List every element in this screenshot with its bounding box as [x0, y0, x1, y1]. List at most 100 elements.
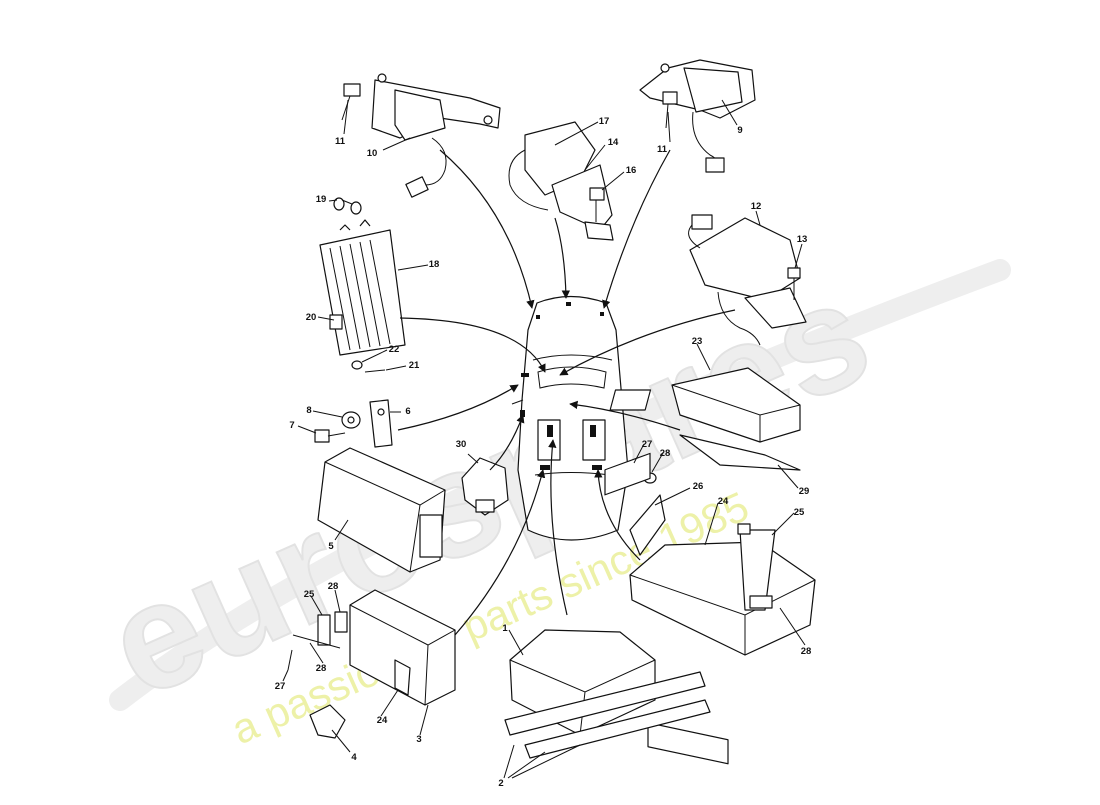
- unit-3-edges: [349, 604, 456, 706]
- callout-28-right: 28: [801, 646, 812, 657]
- leader-arrows: [397, 149, 736, 636]
- callout-13: 13: [797, 234, 808, 245]
- callout-26-left: 27: [275, 681, 286, 692]
- ecu-5-edges: [324, 461, 446, 573]
- leader-13: [794, 243, 803, 269]
- sensor-10-body: [394, 89, 446, 141]
- part-14-sensor-assembly: [508, 121, 614, 241]
- sensor-10-hole-a: [377, 73, 387, 83]
- part-3-control-unit: [287, 589, 456, 739]
- callout-leaders: [282, 99, 806, 779]
- part-5-control-unit: [317, 447, 446, 573]
- bracket-24-left: [394, 659, 411, 696]
- leader-8: [312, 410, 343, 418]
- callout-2: 2: [498, 778, 503, 789]
- part-22-unit: [609, 367, 801, 471]
- callout-30: 30: [456, 439, 467, 450]
- screw-24: [737, 523, 751, 535]
- callout-20: 19: [316, 194, 327, 205]
- leader-28-left: [334, 589, 341, 613]
- callout-28-left: 28: [328, 581, 339, 592]
- leader-10: [382, 137, 411, 151]
- clip-20-a: [333, 197, 345, 211]
- amp-17-body: [319, 229, 406, 356]
- pad-28-left: [334, 611, 348, 633]
- callout-27-left: 28: [316, 663, 327, 674]
- leader-9: [721, 99, 738, 126]
- arrow-30: [489, 414, 525, 471]
- callout-15: 16: [626, 165, 637, 176]
- leader-16: [554, 121, 599, 146]
- car-seat-module-right: [590, 425, 596, 437]
- callout-11-right: 11: [657, 144, 668, 155]
- leader-18: [385, 365, 407, 371]
- callout-11-left: 11: [335, 136, 346, 147]
- leader-24-left: [380, 689, 399, 717]
- part-1-control-unit: [504, 452, 711, 759]
- leader-25-right: [654, 487, 691, 506]
- part-10-crash-sensor: [371, 73, 501, 198]
- leader-7: [297, 425, 317, 434]
- washer-8-hole: [347, 416, 355, 424]
- unit-22-edges: [671, 384, 801, 442]
- car-sensor-right: [600, 312, 604, 316]
- callout-1: 1: [502, 623, 508, 634]
- bolt-7-shank: [327, 432, 346, 437]
- sensor-10-connector: [405, 176, 429, 198]
- leader-26-right: [633, 443, 645, 464]
- callout-5: 5: [328, 541, 334, 552]
- leader-28-right: [779, 607, 806, 646]
- callout-16: 17: [599, 116, 610, 127]
- sensor-9-hole: [660, 63, 670, 73]
- bolt-11-right-head: [662, 91, 678, 105]
- bracket-25-left: [317, 614, 331, 646]
- car-sensor-left: [536, 315, 540, 319]
- bolt-7-head: [314, 429, 330, 443]
- bracket-4: [309, 704, 346, 739]
- car-module-b: [520, 410, 525, 417]
- leader-11-left: [343, 99, 349, 135]
- leader-27-left: [309, 642, 324, 664]
- ecu-5-body: [317, 447, 446, 573]
- screw-26-left: [287, 649, 293, 671]
- clip-20-b: [350, 201, 362, 215]
- leader-14: [584, 144, 606, 171]
- amp-17-fins: [329, 239, 391, 351]
- leader-4: [331, 729, 351, 753]
- unit-1-connector: [604, 452, 651, 496]
- callout-7: 7: [289, 420, 294, 431]
- leader-12: [755, 210, 761, 226]
- callout-6: 6: [405, 406, 410, 417]
- leader-5: [334, 519, 349, 541]
- leader-2: [503, 744, 581, 779]
- callout-24-left: 24: [377, 715, 388, 726]
- car-sensor-centre: [566, 302, 571, 306]
- arrow-23: [594, 469, 641, 561]
- bracket-6: [369, 399, 393, 448]
- sensor-14-tab: [584, 221, 614, 241]
- callout-26-right: 27: [642, 439, 653, 450]
- leader-24-right: [771, 512, 795, 536]
- bracket-25-right: [629, 494, 666, 556]
- part-6-bracket: [314, 399, 393, 448]
- callout-4: 4: [351, 752, 357, 763]
- callout-23: 24: [718, 496, 729, 507]
- leader-15: [601, 171, 625, 191]
- callout-3: 3: [416, 734, 421, 745]
- callout-18: 21: [409, 360, 420, 371]
- pad-2-a: [504, 671, 706, 736]
- bolt-15-head: [589, 187, 605, 201]
- arrow-3: [454, 469, 546, 636]
- part-12-sensor: [688, 214, 807, 346]
- leader-19: [361, 349, 388, 363]
- part-9-crash-sensor: [639, 59, 756, 173]
- sensor-12-connector: [691, 214, 713, 230]
- leader-22: [696, 343, 711, 371]
- part-17-amplifier: [319, 197, 406, 373]
- callout-8: 8: [306, 405, 311, 416]
- arrow-14: [554, 217, 571, 299]
- arrow-9: [602, 149, 671, 309]
- amp-17-tabs: [339, 219, 371, 231]
- part-11-bolt-left: [341, 83, 361, 121]
